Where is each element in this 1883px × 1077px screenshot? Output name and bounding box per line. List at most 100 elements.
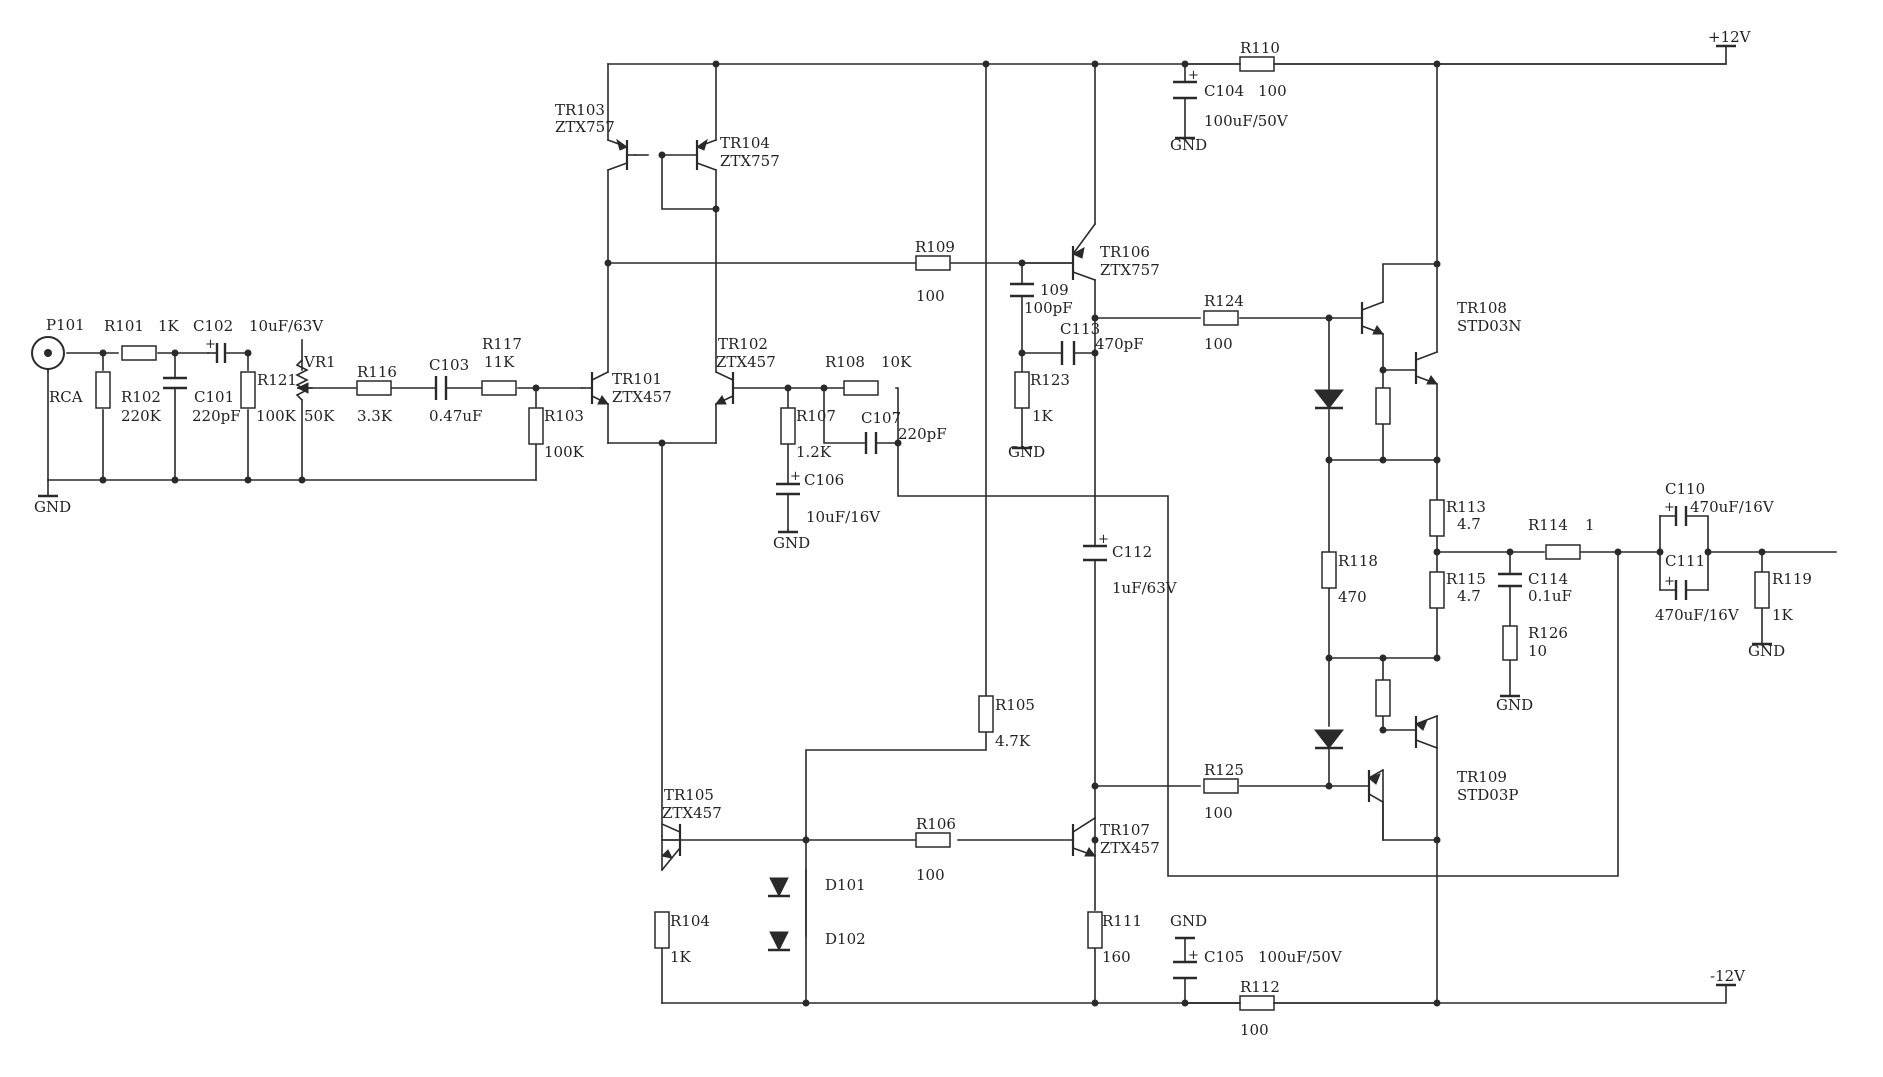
c110-ref: C110 [1665,480,1705,498]
rca-connector-p101 [31,336,65,373]
resistor-r106 [915,832,951,848]
tr103-ref: TR103 [555,101,605,119]
c106-ref: C106 [804,471,844,489]
tr109-ref: TR109 [1457,768,1507,786]
r109-value: 100 [916,287,945,305]
resistor-r113 [1429,499,1445,537]
resistor-r125 [1203,778,1239,794]
diode-bias-bottom [1313,729,1345,750]
resistor-r116 [356,380,392,396]
c112-ref: C112 [1112,543,1152,561]
resistor-r115 [1429,571,1445,609]
transistor-tr103 [606,138,636,172]
svg-text:+: + [1098,532,1109,547]
r110-value: 100 [1258,82,1287,100]
c113-ref: C113 [1060,320,1100,338]
transistor-tr109 [1367,714,1439,841]
tr105-part: ZTX457 [662,804,722,822]
r123-ref: R123 [1030,371,1070,389]
capacitor-c106: + [776,469,801,496]
resistor-bodies [95,56,1770,1011]
c112-value: 1uF/63V [1112,579,1178,597]
resistor-tr108-base [1375,387,1391,425]
c105-ref: C105 [1204,948,1244,966]
r111-ref: R111 [1102,912,1142,930]
resistor-r107 [780,407,796,445]
r113-ref: R113 [1446,498,1486,516]
c110-value: 470uF/16V [1690,498,1775,516]
vr1-ref: VR1 [303,353,336,371]
resistor-r118 [1321,551,1337,589]
r124-ref: R124 [1204,292,1244,310]
r121-ref: R121 [257,371,297,389]
c101-ref: C101 [194,388,234,406]
d101-ref: D101 [825,876,866,894]
resistor-r109 [915,255,951,271]
r114-value: 1 [1585,516,1595,534]
transistor-tr102 [714,370,735,406]
resistor-r101 [121,345,157,361]
gnd-label-c104: GND [1170,136,1207,154]
c109-value: 100pF [1024,299,1073,317]
r119-ref: R119 [1772,570,1812,588]
c102-value: 10uF/63V [249,317,324,335]
transistor-tr106 [1071,222,1097,282]
capacitor-c101 [163,376,187,390]
c107-ref: C107 [861,409,901,427]
r103-ref: R103 [544,407,584,425]
capacitor-c109 [1010,282,1034,298]
tr101-part: ZTX457 [612,388,672,406]
r123-value: 1K [1032,407,1054,425]
svg-text:+: + [1664,500,1675,515]
c113-value: 470pF [1095,335,1144,353]
r126-ref: R126 [1528,624,1568,642]
c104-value: 100uF/50V [1204,112,1289,130]
rail-negative-label: -12V [1710,967,1746,985]
r104-ref: R104 [670,912,710,930]
r109-ref: R109 [915,238,955,256]
r117-value: 11K [484,353,515,371]
r101-value: 1K [158,317,180,335]
diode-bias-top [1313,389,1345,410]
c111-value: 470uF/16V [1655,606,1740,624]
tr108-part: STD03N [1457,317,1522,335]
r108-ref: R108 [825,353,865,371]
r114-ref: R114 [1528,516,1568,534]
c103-value: 0.47uF [429,407,482,425]
resistor-r102 [95,371,111,409]
tr102-part: ZTX457 [716,353,776,371]
resistor-r103 [528,407,544,445]
capacitor-c102: + [205,337,227,363]
svg-text:+: + [205,337,216,352]
gnd-label-c106: GND [773,534,810,552]
capacitor-c111: + [1664,574,1688,600]
gnd-label-r126: GND [1496,696,1533,714]
r102-ref: R102 [121,388,161,406]
svg-text:+: + [1188,68,1199,83]
gnd-label-r123: GND [1008,443,1045,461]
rail-positive-label: +12V [1708,28,1752,46]
r118-value: 470 [1338,588,1367,606]
capacitor-c114 [1498,572,1522,588]
transistor-tr108 [1360,300,1439,386]
vr1-value: 50K [304,407,335,425]
resistor-r124 [1203,310,1239,326]
resistor-r119 [1754,571,1770,609]
r126-value: 10 [1528,642,1547,660]
r116-value: 3.3K [357,407,393,425]
r106-ref: R106 [916,815,956,833]
ground-symbols [38,44,1772,987]
r107-ref: R107 [796,407,836,425]
d102-ref: D102 [825,930,866,948]
resistor-r110 [1239,56,1275,72]
resistor-r123 [1014,371,1030,409]
capacitor-c113 [1060,341,1076,365]
c106-value: 10uF/16V [806,508,881,526]
c111-ref: C111 [1665,552,1705,570]
resistor-r111 [1087,911,1103,949]
p101-label: P101 [46,316,85,334]
tr107-part: ZTX457 [1100,839,1160,857]
resistor-r114 [1545,544,1581,560]
transistor-tr101 [581,370,610,406]
